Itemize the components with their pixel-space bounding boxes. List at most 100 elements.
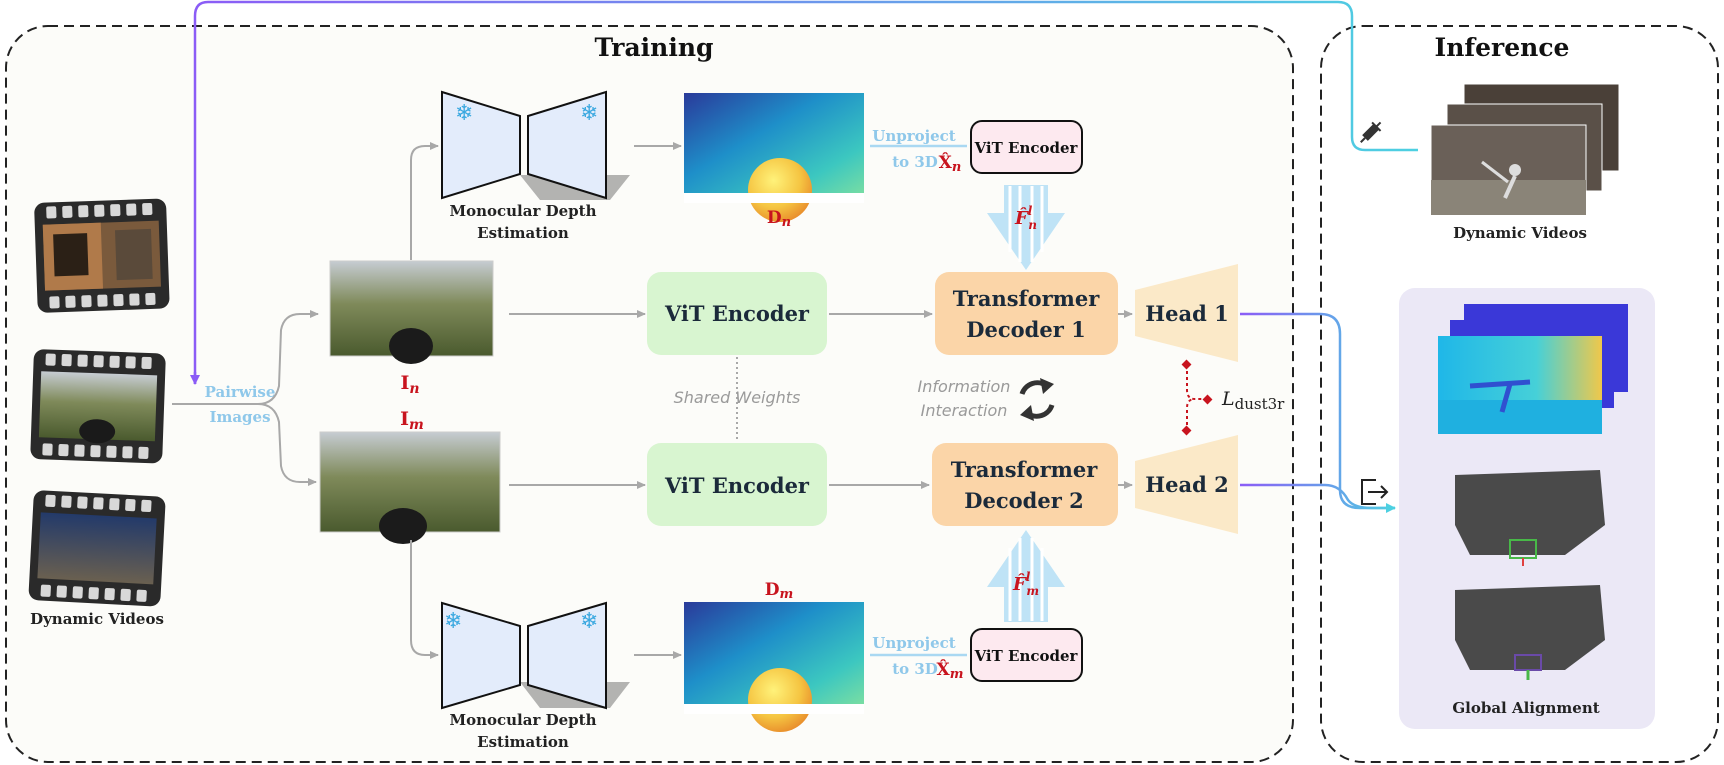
- sync-icon: [1019, 378, 1055, 421]
- shared-weights-label: Shared Weights: [674, 388, 801, 407]
- snowflake-icon: ❄: [444, 609, 462, 634]
- loss-label: Ldust3r: [1221, 388, 1285, 413]
- inference-title: Inference: [1435, 33, 1570, 62]
- film-strip-3: [28, 490, 166, 607]
- feature-arrow-down: [987, 185, 1065, 270]
- sprocket-hole: [56, 585, 67, 598]
- sprocket-hole: [65, 295, 76, 308]
- sprocket-hole: [106, 445, 117, 458]
- sprocket-hole: [42, 443, 53, 456]
- point-cloud-2: [1455, 585, 1605, 680]
- sprocket-hole: [104, 587, 115, 601]
- info-interaction-label-2: Interaction: [921, 401, 1008, 420]
- head-1-label: Head 1: [1145, 301, 1228, 326]
- sprocket-hole: [141, 499, 152, 513]
- decoder-2-label-1: Transformer: [951, 457, 1099, 482]
- head-1: [1135, 264, 1238, 362]
- depth-estimator-top: ❄ ❄: [441, 90, 630, 200]
- sprocket-hole: [138, 446, 149, 459]
- depth-map-m-label: Dm: [765, 580, 794, 602]
- sprocket-hole: [93, 497, 104, 510]
- decoder-1-label-1: Transformer: [953, 286, 1101, 311]
- unproject-label-bottom-1: Unproject: [872, 634, 955, 652]
- sprocket-hole: [141, 356, 152, 370]
- top-connector-line: [193, 0, 1418, 384]
- point-cloud-1: [1455, 470, 1605, 566]
- sprocket-hole: [78, 205, 89, 218]
- sprocket-hole: [129, 293, 140, 306]
- transformer-decoder-2: [932, 443, 1118, 526]
- head-output-line-1: [1240, 312, 1395, 510]
- small-vit-encoder-top: [970, 120, 1083, 174]
- vit-encoder-1-label: ViT Encoder: [664, 301, 810, 326]
- sprocket-hole: [49, 296, 60, 309]
- sprocket-hole: [122, 446, 133, 459]
- film-strip-2: [30, 349, 166, 464]
- depth-caption-top-1: Monocular Depth: [450, 202, 597, 220]
- head-2: [1135, 435, 1238, 534]
- sprocket-hole: [109, 355, 120, 368]
- info-interaction-label-1: Information: [918, 377, 1011, 396]
- sprocket-hole: [61, 495, 72, 508]
- depth-map-n-label: Dn: [767, 208, 791, 230]
- snowflake-icon: ❄: [580, 609, 598, 634]
- sprocket-hole: [46, 206, 57, 219]
- depth-estimator-bottom: ❄ ❄: [441, 601, 630, 710]
- vit-encoder-2: [647, 443, 827, 526]
- sprocket-hole: [81, 295, 92, 308]
- image-im-label: Im: [400, 408, 424, 433]
- vit-encoder-1: [647, 272, 827, 355]
- film-strip-1: [34, 198, 170, 313]
- x-n-label: X̂n: [939, 153, 962, 175]
- sprocket-hole: [136, 589, 147, 602]
- image-in: [329, 260, 494, 364]
- sprocket-hole: [74, 444, 85, 457]
- loss-connector: [1186, 365, 1207, 431]
- inference-depth-stack: [1438, 304, 1628, 434]
- transformer-decoder-1: [935, 272, 1118, 355]
- sprocket-hole: [125, 498, 136, 512]
- inference-video-stack: [1430, 83, 1620, 216]
- sprocket-hole: [45, 353, 56, 366]
- sprocket-hole: [97, 294, 108, 307]
- sprocket-hole: [77, 354, 88, 367]
- depth-map-m: [684, 602, 864, 732]
- sprocket-hole: [62, 205, 73, 218]
- decoder-1-label-2: Decoder 1: [966, 317, 1085, 342]
- depth-caption-bottom-2: Estimation: [477, 733, 569, 751]
- sprocket-hole: [142, 202, 153, 216]
- training-input-caption: Dynamic Videos: [30, 610, 164, 628]
- sprocket-hole: [120, 588, 131, 602]
- syringe-icon: [1360, 121, 1382, 143]
- training-panel: [5, 25, 1294, 763]
- sprocket-hole: [110, 204, 121, 217]
- small-vit-encoder-bottom: [970, 628, 1083, 682]
- head-output-line-2: [1240, 483, 1396, 513]
- sprocket-hole: [93, 355, 104, 368]
- pairwise-label-2: Images: [209, 408, 270, 426]
- sprocket-hole: [88, 587, 99, 600]
- vit-encoder-2-label: ViT Encoder: [664, 473, 810, 498]
- sprocket-hole: [77, 496, 88, 509]
- x-m-label: X̂m: [937, 660, 964, 682]
- sprocket-hole: [40, 584, 51, 597]
- sprocket-hole: [58, 443, 69, 457]
- snowflake-icon: ❄: [455, 101, 473, 126]
- unproject-label-top-2: to 3D: [892, 153, 938, 171]
- training-title: Training: [595, 33, 714, 62]
- depth-caption-top-2: Estimation: [477, 224, 569, 242]
- decoder-2-label-2: Decoder 2: [964, 488, 1083, 513]
- sprocket-hole: [45, 494, 56, 508]
- pairwise-label-1: Pairwise: [205, 383, 276, 401]
- head-2-label: Head 2: [1145, 472, 1228, 497]
- unproject-label-top-1: Unproject: [872, 127, 955, 145]
- export-icon: [1361, 479, 1389, 505]
- unproject-label-bottom-2: to 3D: [892, 660, 938, 678]
- snowflake-icon: ❄: [580, 101, 598, 126]
- depth-caption-bottom-1: Monocular Depth: [450, 711, 597, 729]
- sprocket-hole: [145, 292, 156, 306]
